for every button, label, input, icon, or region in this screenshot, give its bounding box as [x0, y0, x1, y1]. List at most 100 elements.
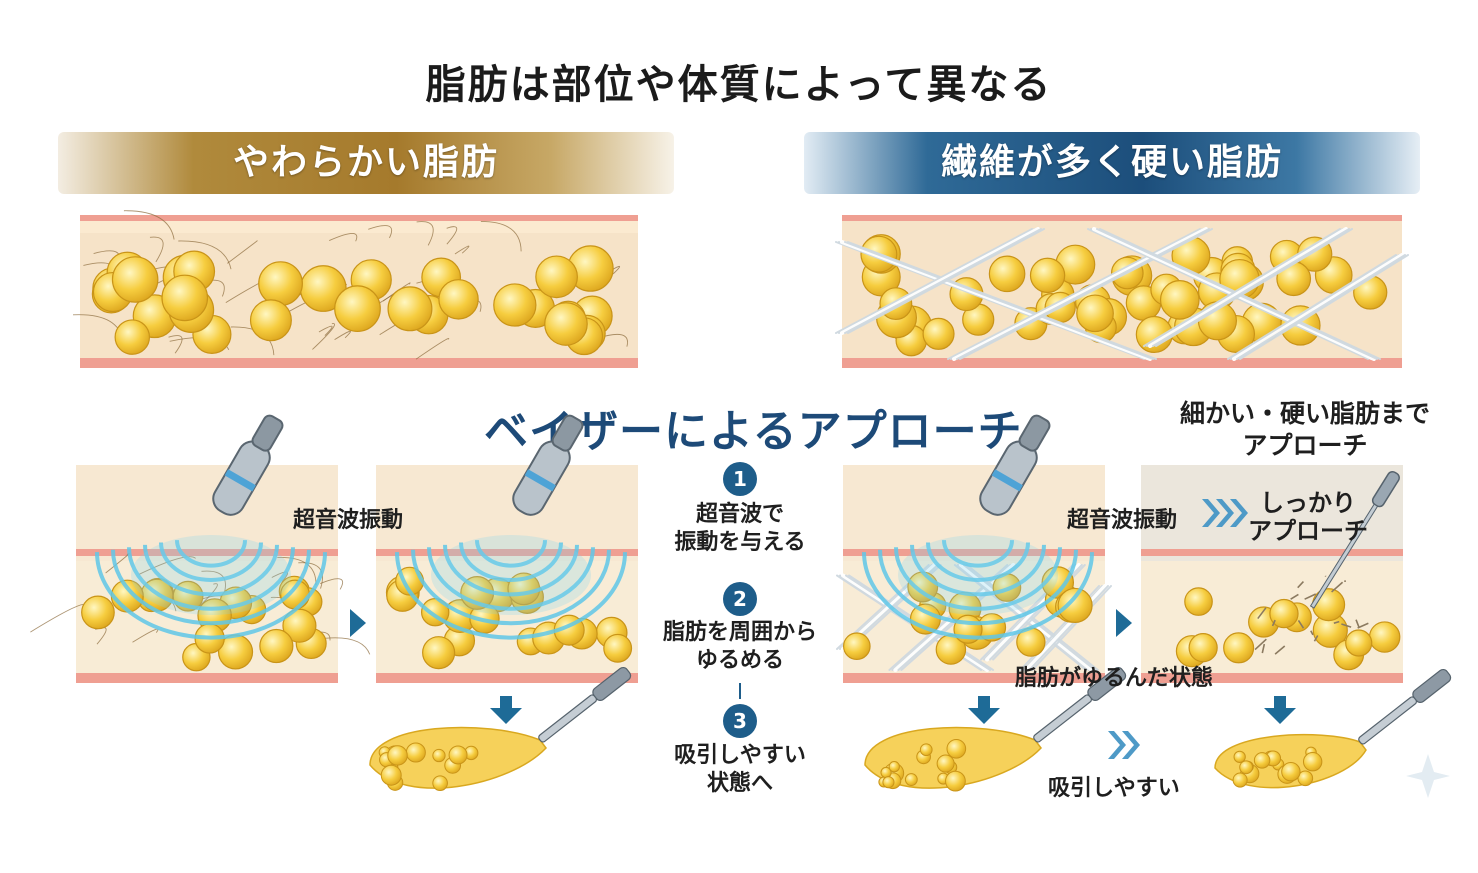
fat-cell: [1269, 598, 1299, 629]
thick-fiber: [1028, 585, 1109, 671]
cannula-tube: [1358, 696, 1418, 745]
membrane-bottom: [376, 673, 638, 683]
fat-bubble: [448, 745, 468, 765]
fat-cell: [1057, 587, 1093, 623]
fat-bubble: [1302, 752, 1323, 772]
fat-cell: [842, 632, 871, 661]
thin-fiber: [198, 583, 218, 607]
chevron-icon: [1216, 499, 1234, 527]
down-arrow-head: [490, 708, 522, 724]
probe-handle: [551, 414, 584, 452]
ultrasound-wave: [127, 547, 295, 611]
thick-fiber: [965, 564, 1099, 671]
thick-fiber: [959, 228, 1213, 360]
ultrasound-probe: [512, 414, 584, 516]
thick-fiber: [840, 240, 1152, 361]
fat-cell: [161, 274, 209, 322]
step-3-number: 3: [723, 704, 757, 738]
fat-bubble: [1233, 750, 1246, 764]
ultrasound-wave: [111, 549, 311, 626]
thick-fiber: [1152, 228, 1350, 347]
ultrasound-wave: [159, 542, 263, 582]
fat-cell: [922, 317, 955, 350]
thin-fiber: [178, 240, 232, 270]
probe-band: [991, 469, 1023, 492]
thin-fiber: [30, 604, 85, 633]
thick-fiber: [1155, 228, 1353, 347]
step-1-line2: 振動を与える: [674, 530, 806, 555]
firm-approach-line2: アプローチ: [1248, 517, 1368, 545]
skin-band: [80, 221, 638, 233]
thin-fiber: [454, 245, 470, 255]
ultrasound-wave: [95, 552, 327, 640]
step-3-line2: 状態へ: [706, 771, 773, 796]
down-arrow-stem: [1274, 696, 1286, 708]
fat-cell: [114, 319, 151, 355]
fat-cell: [81, 595, 115, 630]
firm-approach-label: しっかり アプローチ: [1238, 489, 1378, 545]
fat-cell: [422, 636, 456, 670]
fat-cell: [1076, 294, 1114, 333]
hard-approach-panel: [1141, 465, 1403, 683]
thin-fiber: [132, 628, 159, 643]
right-arrow: [350, 609, 366, 637]
cannula-grip: [1087, 666, 1127, 702]
step-2-text: 脂肪を周囲から ゆるめる: [640, 619, 840, 675]
probe-handle: [1018, 414, 1051, 452]
broken-fiber: [1355, 619, 1360, 628]
ultrasound-wave: [942, 539, 1014, 568]
thick-fiber: [1148, 227, 1348, 348]
thin-fiber: [368, 225, 393, 239]
broken-fiber: [1357, 622, 1369, 629]
suction-cannula: [1358, 668, 1452, 745]
step-1-text: 超音波で 振動を与える: [640, 501, 840, 557]
right-arrow: [1116, 609, 1132, 637]
fat-cell: [1345, 629, 1373, 657]
fat-bubble: [945, 770, 966, 792]
down-arrow-head: [1264, 708, 1296, 724]
membrane-top: [376, 549, 638, 556]
broken-fiber: [1290, 593, 1299, 600]
step-2-line1: 脂肪を周囲から: [662, 620, 817, 645]
broken-fiber: [1341, 623, 1352, 628]
broken-fiber: [1271, 619, 1276, 627]
fat-cell: [1188, 633, 1218, 663]
thick-fiber: [840, 227, 1040, 335]
cannula-tube: [1033, 694, 1093, 743]
membrane-bottom: [80, 358, 638, 368]
thin-fiber: [416, 221, 434, 246]
fat-bubble: [387, 745, 408, 766]
fat-cell: [988, 255, 1026, 293]
fat-bubble: [936, 754, 955, 773]
fat-cell: [535, 255, 578, 299]
broken-fiber: [1297, 619, 1305, 629]
fine-fat-note-line2: アプローチ: [1242, 431, 1368, 460]
ultrasound-wave: [395, 552, 627, 640]
fat-cell: [249, 299, 292, 342]
membrane-bottom: [1141, 673, 1403, 683]
firm-approach-line1: しっかり: [1260, 489, 1356, 517]
soft-vibration-panel: [30, 414, 371, 683]
broken-fiber: [1333, 620, 1340, 624]
fat-cell: [1223, 632, 1255, 664]
step-1-line1: 超音波で: [695, 502, 784, 527]
fat-cell: [1029, 257, 1066, 294]
hard-fat-banner: 繊維が多く硬い脂肪: [804, 132, 1420, 194]
thick-fiber: [1232, 253, 1404, 361]
ultrasound-probe: [212, 414, 284, 516]
page-title: 脂肪は部位や体質によって異なる: [425, 62, 1053, 108]
ultrasound-wave: [862, 552, 1094, 640]
chevron-icon: [1108, 731, 1126, 759]
fat-cell: [259, 628, 294, 664]
ultrasound-wave: [459, 542, 563, 582]
thick-fiber: [1087, 228, 1369, 360]
thick-fiber: [1227, 254, 1397, 360]
fat-bubble: [1232, 772, 1248, 788]
ultrasound-wave: [427, 547, 595, 611]
ultrasound-wave: [894, 547, 1062, 611]
ultrasound-wave: [926, 542, 1030, 582]
fat-cell: [603, 633, 633, 663]
sparkle-icon: [1406, 754, 1450, 798]
fat-bubble: [904, 773, 918, 786]
